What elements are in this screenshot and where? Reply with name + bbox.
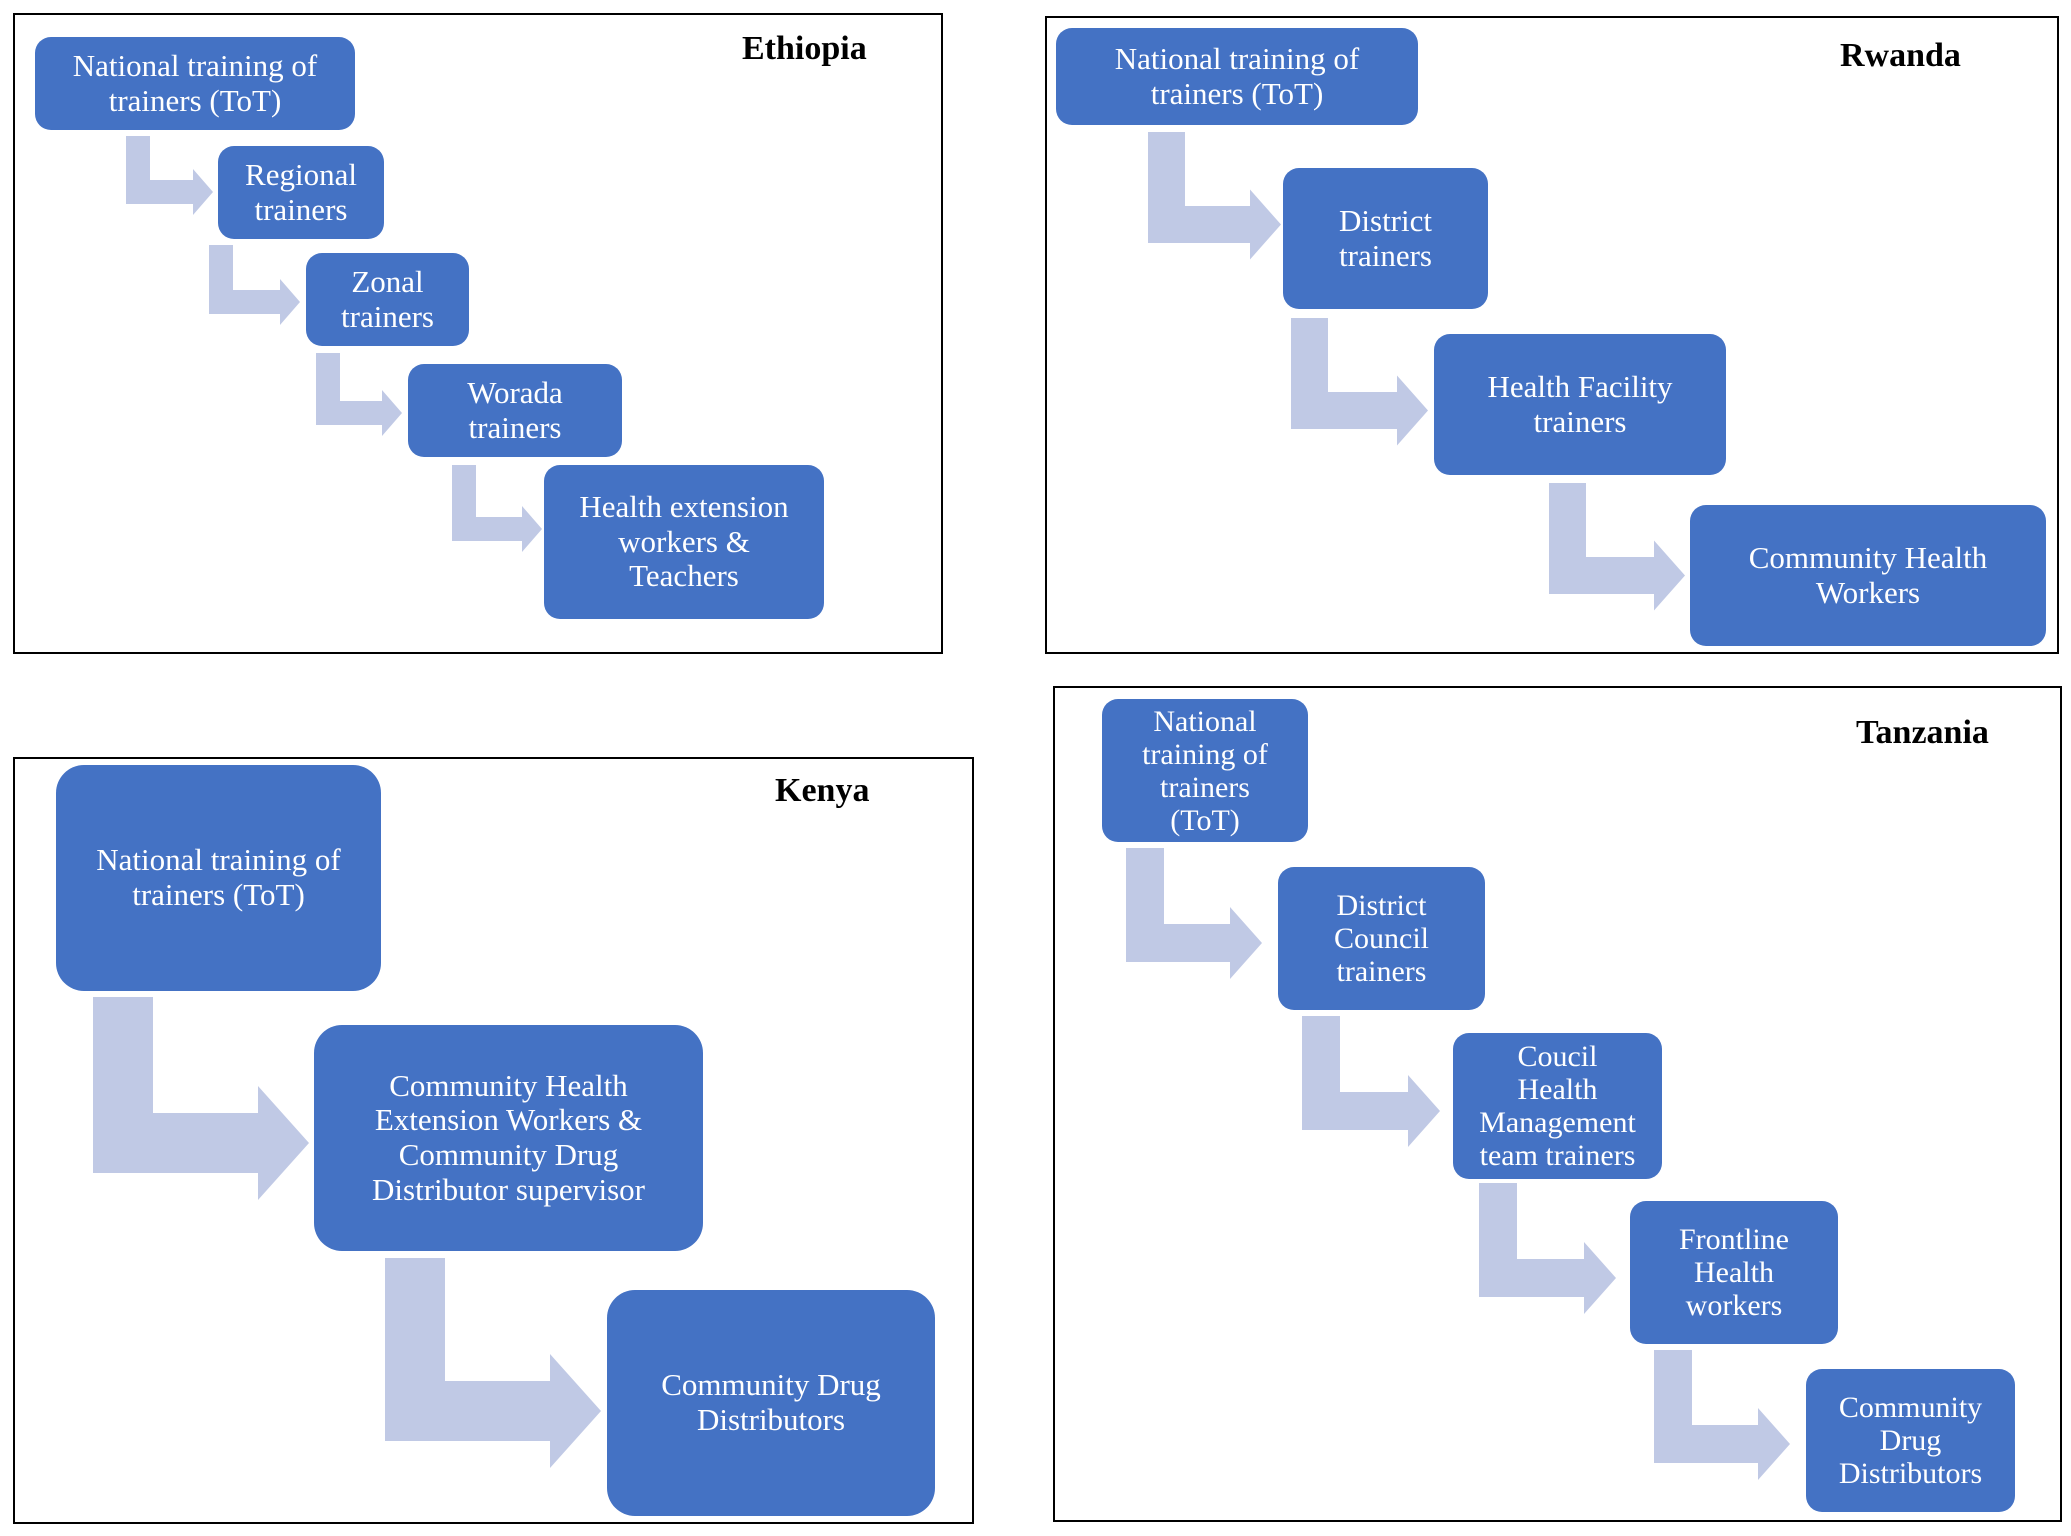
flow-arrow-shape: [316, 353, 402, 436]
flow-arrow-shape: [1479, 1183, 1616, 1314]
flow-box-tanzania-national-tot: National training of trainers (ToT): [1102, 699, 1308, 842]
flow-box-kenya-community-drug-distributors: Community Drug Distributors: [607, 1290, 935, 1516]
flow-arrow-shape: [1126, 848, 1262, 979]
flow-box-tanzania-community-drug-distributors: Community Drug Distributors: [1806, 1369, 2015, 1512]
flow-arrow-shape: [1148, 132, 1281, 260]
flow-arrow-shape: [452, 465, 542, 552]
flow-arrow-icon: [93, 997, 309, 1200]
flow-box-kenya-national-tot: National training of trainers (ToT): [56, 765, 381, 991]
panel-title-ethiopia: Ethiopia: [742, 30, 867, 67]
flow-box-rwanda-health-facility-trainers: Health Facility trainers: [1434, 334, 1726, 475]
flow-arrow-shape: [1654, 1350, 1790, 1480]
flow-arrow-shape: [1549, 483, 1685, 611]
flow-box-ethiopia-national-tot: National training of trainers (ToT): [35, 37, 355, 130]
flow-arrow-icon: [1126, 848, 1262, 979]
flow-box-rwanda-community-health-workers: Community Health Workers: [1690, 505, 2046, 646]
flow-arrow-shape: [126, 136, 213, 215]
flow-box-rwanda-national-tot: National training of trainers (ToT): [1056, 28, 1418, 125]
panel-title-tanzania: Tanzania: [1856, 714, 1989, 751]
flow-arrow-shape: [209, 245, 300, 325]
flow-arrow-icon: [1291, 318, 1428, 446]
flow-arrow-icon: [126, 136, 213, 215]
flow-box-ethiopia-health-extension-workers: Health extension workers & Teachers: [544, 465, 824, 619]
flow-arrow-icon: [452, 465, 542, 552]
panel-title-kenya: Kenya: [775, 772, 870, 809]
flow-arrow-icon: [1479, 1183, 1616, 1314]
flow-box-tanzania-district-council-trainers: District Council trainers: [1278, 867, 1485, 1010]
flow-arrow-icon: [209, 245, 300, 325]
flow-arrow-icon: [1549, 483, 1685, 611]
flow-box-tanzania-council-health-management-trainers: Coucil Health Management team trainers: [1453, 1033, 1662, 1179]
flow-arrow-icon: [1302, 1016, 1440, 1147]
panel-title-rwanda: Rwanda: [1840, 37, 1961, 74]
flow-arrow-shape: [385, 1258, 601, 1468]
flow-box-rwanda-district-trainers: District trainers: [1283, 168, 1488, 309]
flow-arrow-icon: [1654, 1350, 1790, 1480]
flow-arrow-shape: [1291, 318, 1428, 446]
flow-box-tanzania-frontline-health-workers: Frontline Health workers: [1630, 1201, 1838, 1344]
flow-box-kenya-community-health-extension-workers: Community Health Extension Workers & Com…: [314, 1025, 703, 1251]
flow-box-ethiopia-worada-trainers: Worada trainers: [408, 364, 622, 457]
flow-arrow-icon: [1148, 132, 1281, 260]
flow-arrow-icon: [385, 1258, 601, 1468]
flow-arrow-shape: [1302, 1016, 1440, 1147]
flow-box-ethiopia-zonal-trainers: Zonal trainers: [306, 253, 469, 346]
flow-arrow-shape: [93, 997, 309, 1200]
flow-arrow-icon: [316, 353, 402, 436]
flow-box-ethiopia-regional-trainers: Regional trainers: [218, 146, 384, 239]
